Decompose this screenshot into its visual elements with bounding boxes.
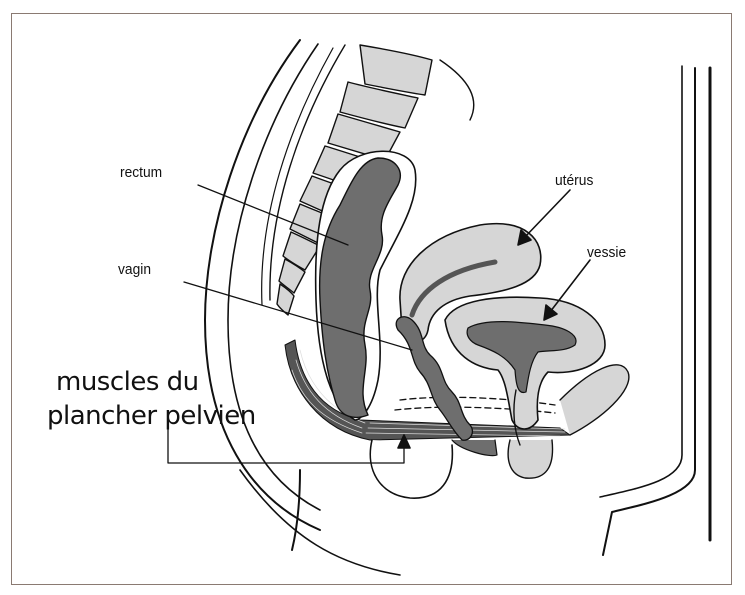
back-outline-inner	[228, 44, 320, 510]
perineal-bulge-1	[370, 440, 452, 498]
label-uterus: utérus	[555, 172, 593, 189]
back-outline-outer	[205, 40, 320, 530]
label-rectum: rectum	[120, 164, 162, 181]
label-muscles-line1: muscles du	[56, 366, 199, 398]
label-vessie: vessie	[587, 244, 626, 261]
uterus-arrow-shaft	[524, 190, 570, 238]
label-vagin: vagin	[118, 261, 151, 278]
vertebrae-front-curve	[440, 60, 474, 120]
perineal-bulge-2	[452, 440, 497, 456]
gluteal-curve	[240, 470, 400, 575]
abdomen-outline-inner	[600, 66, 682, 497]
pubic-bone	[560, 365, 629, 435]
buttock-outline	[292, 470, 300, 550]
label-muscles-line2: plancher pelvien	[47, 400, 256, 432]
perineal-bulge-3	[508, 440, 552, 478]
